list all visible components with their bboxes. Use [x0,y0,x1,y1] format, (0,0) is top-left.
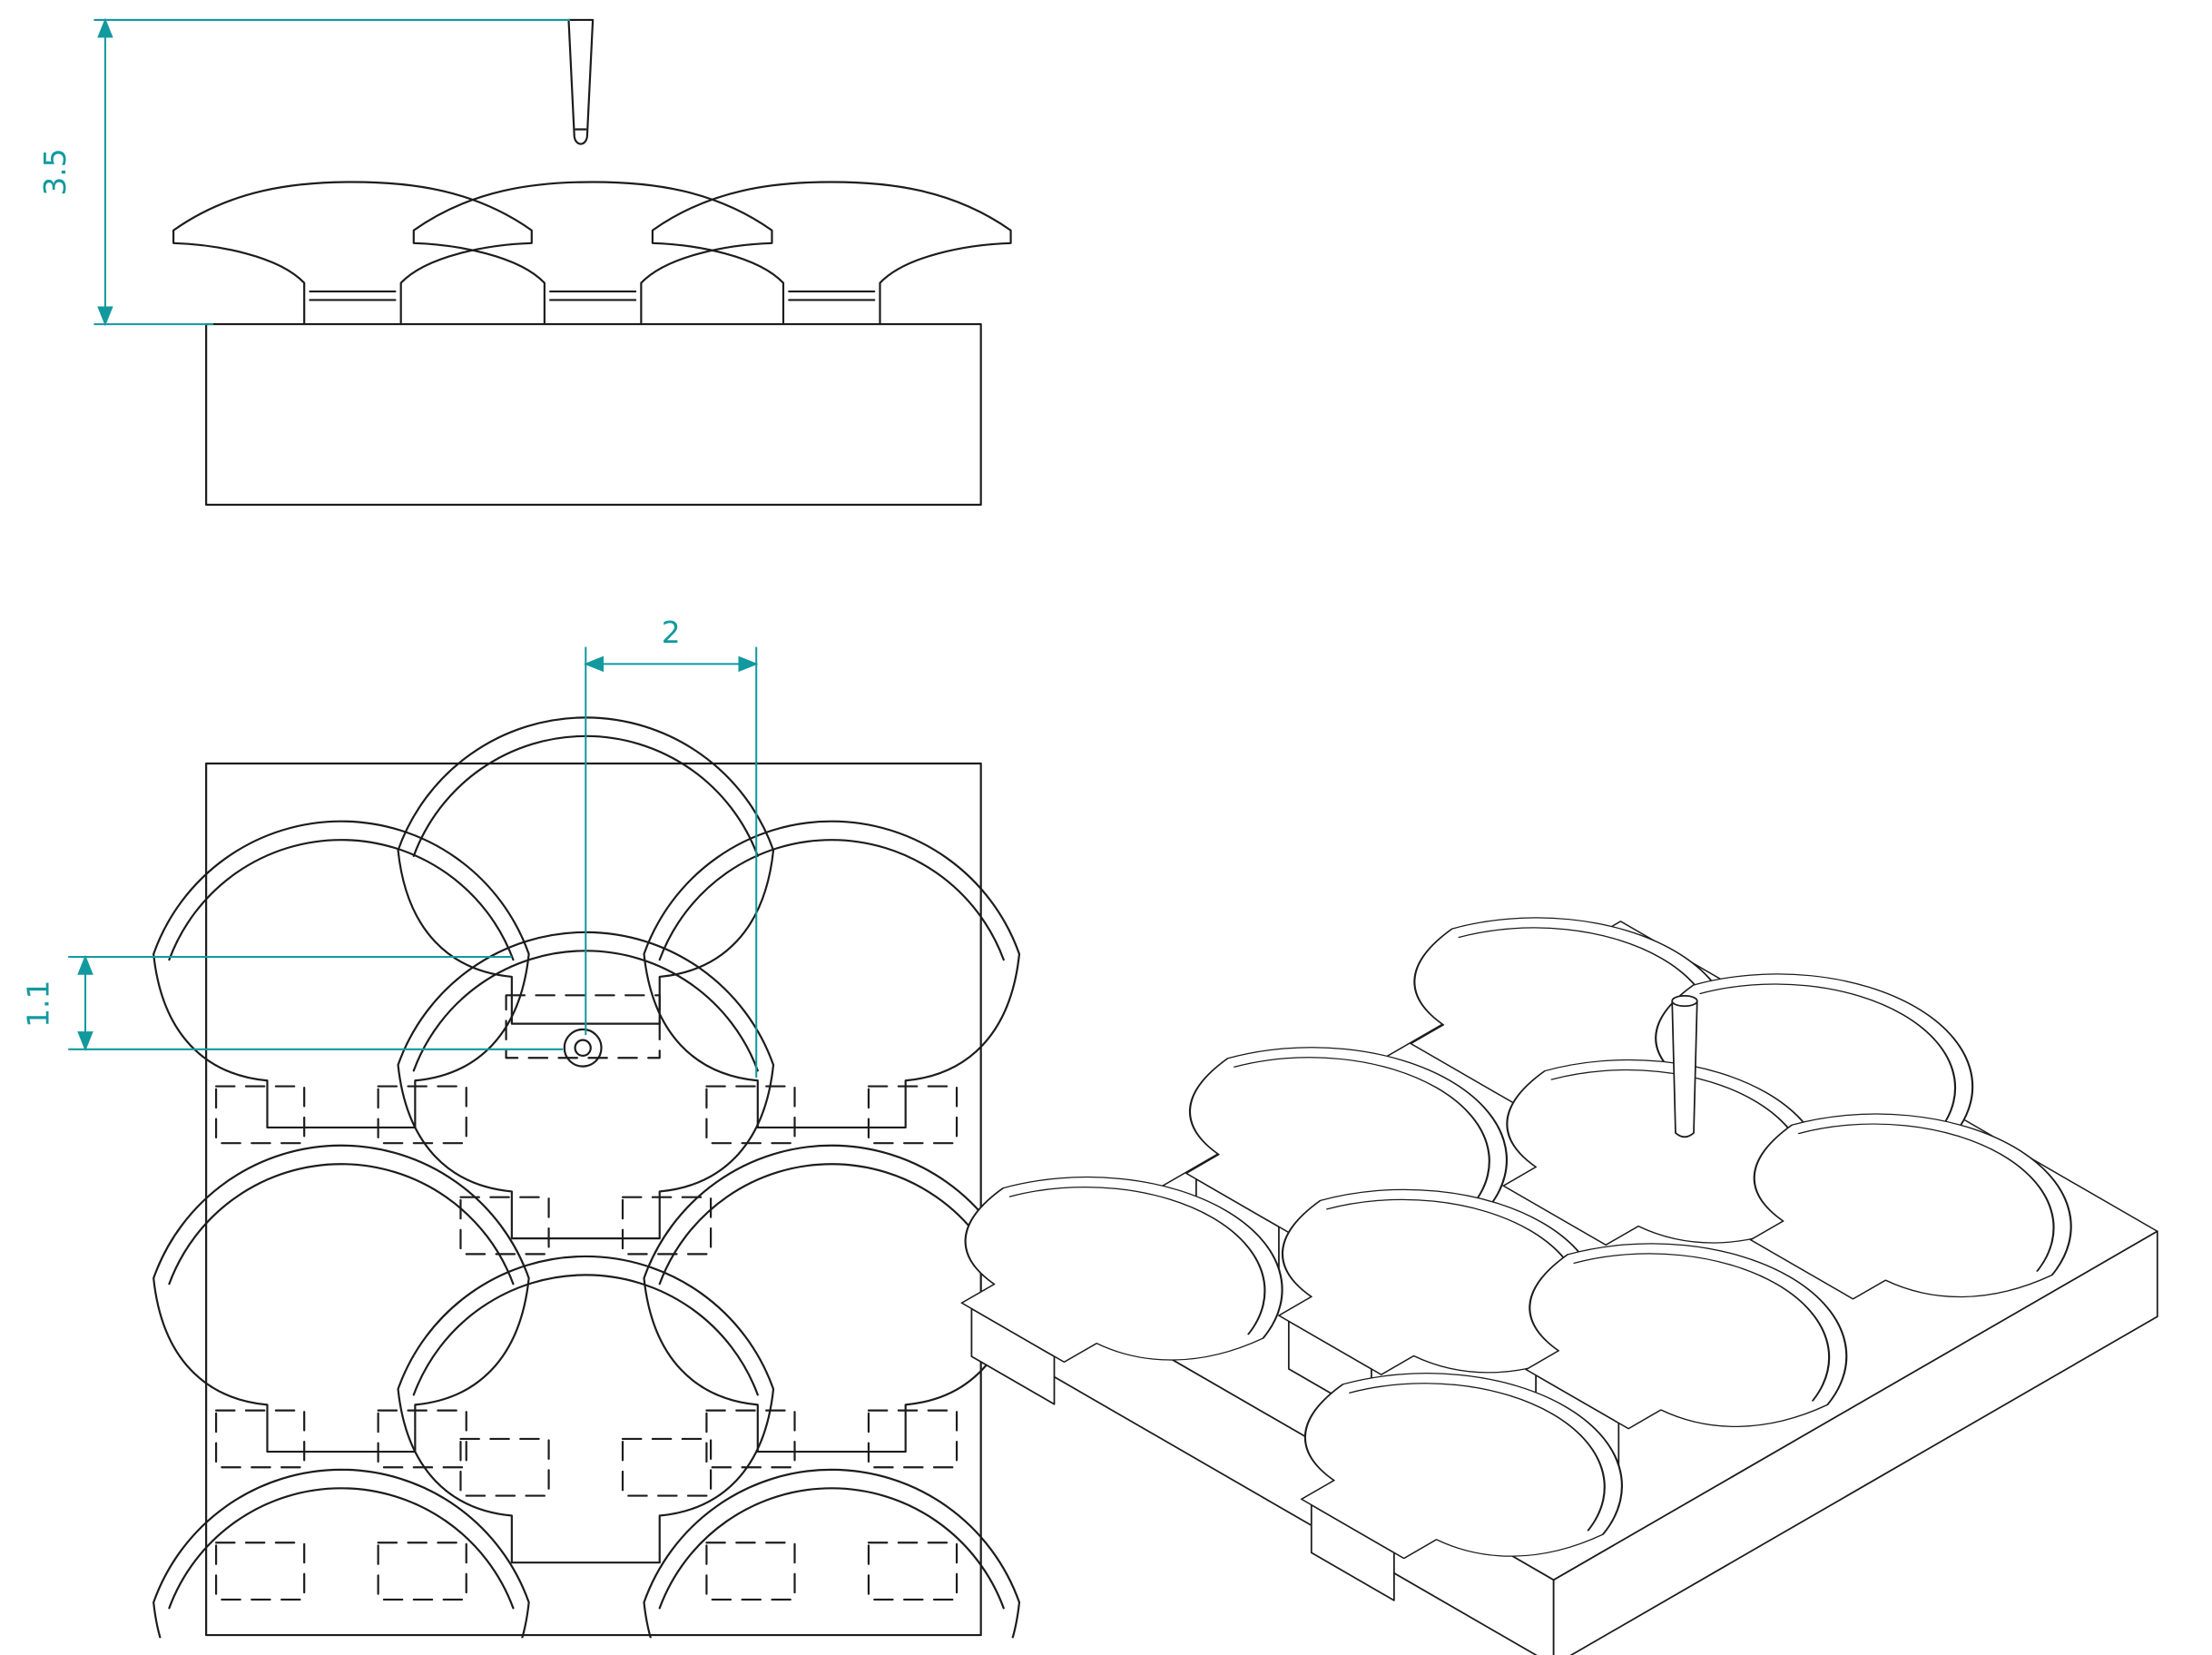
fan-cap [643,1468,1021,1639]
dimension-label-front-height: 3.5 [37,148,73,195]
plan-view: 2 1.1 [20,615,1021,1639]
hidden-stem [214,1409,467,1469]
hidden-stem [705,1542,959,1601]
fan-cap [643,1144,1021,1453]
probe-pin-iso-top [1671,995,1698,1008]
dimension-front-height: 3.5 [37,17,571,327]
hidden-stem [705,1085,959,1145]
fan-pattern [152,716,1021,1639]
pin-hole-inner [574,1039,592,1057]
dimension-label-pin-offset-vertical: 1.1 [20,980,55,1028]
probe-pin-front [567,18,595,145]
front-view: 3.5 [37,17,1012,507]
base-plate-plan [205,762,982,1637]
fan-cap [152,1468,530,1639]
fan-cap [643,820,1021,1129]
cap-profile [412,181,773,326]
hidden-stem [459,1437,713,1497]
dimension-pin-offset-vertical: 1.1 [20,954,564,1052]
hidden-pin-slot [505,994,661,1059]
iso-base-right-face [1552,1230,2158,1655]
pin-hole [563,1028,603,1068]
hidden-stem [705,1409,959,1469]
hidden-stem [214,1085,467,1145]
dimension-pin-offset-horizontal: 2 [584,615,759,1079]
fan-cap [152,820,530,1129]
hidden-stem [214,1542,467,1601]
probe-pin-iso [1671,1000,1698,1138]
dimension-label-pin-offset-horizontal: 2 [662,615,681,650]
cap-profile [651,181,1012,326]
base-plate-front [205,322,982,507]
isometric-view [881,874,2158,1655]
fan-cap [152,1144,530,1453]
cap-profile [172,181,533,326]
